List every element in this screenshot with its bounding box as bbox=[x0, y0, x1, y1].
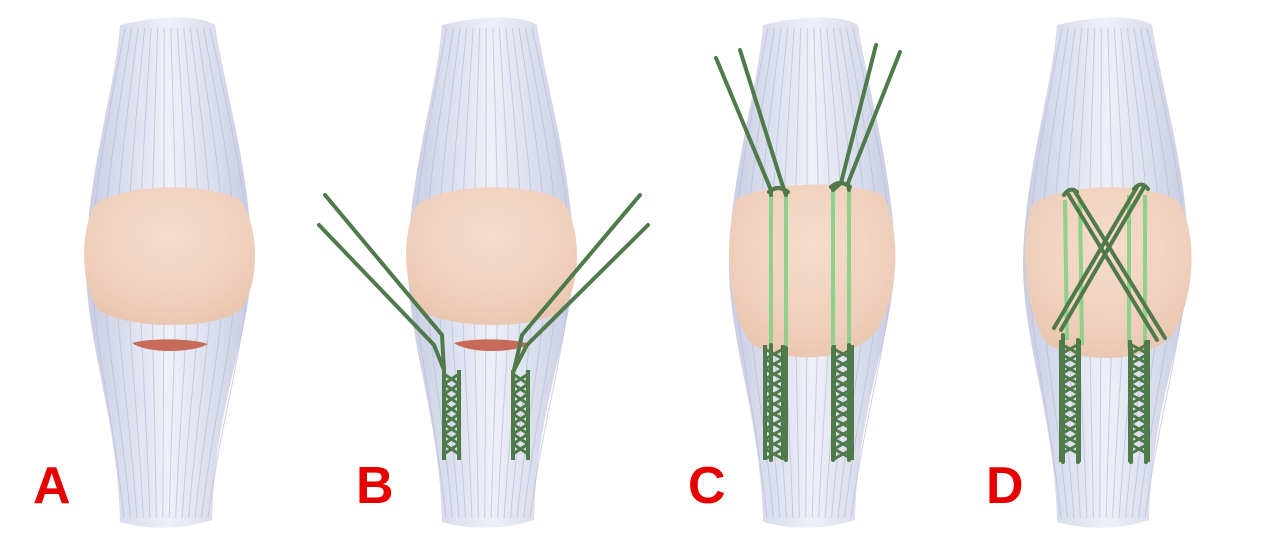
suture-stitch bbox=[833, 357, 853, 371]
suture-stitch bbox=[512, 422, 529, 436]
suture-stitch bbox=[764, 437, 784, 451]
suture-stitch bbox=[764, 397, 784, 411]
suture-stitch bbox=[764, 347, 784, 361]
suture-stitch bbox=[764, 377, 784, 391]
suture-stitch bbox=[833, 347, 853, 361]
panel-label-b: B bbox=[356, 457, 394, 515]
panel-label-d: D bbox=[986, 457, 1024, 515]
tendon-tear bbox=[454, 339, 530, 352]
suture-stitch bbox=[1060, 412, 1080, 426]
panel-a: A bbox=[33, 17, 256, 528]
suture-stitch bbox=[764, 367, 784, 381]
tendon-tear bbox=[132, 339, 208, 352]
suture-stitch bbox=[1129, 362, 1149, 376]
suture-stitch bbox=[1060, 442, 1080, 456]
suture-stitch bbox=[764, 417, 784, 431]
suture-stitch bbox=[1060, 362, 1080, 376]
suture-stitch bbox=[512, 372, 529, 386]
suture-stitch bbox=[833, 447, 853, 461]
suture-stitch bbox=[1129, 382, 1149, 396]
suture-stitch bbox=[443, 392, 460, 406]
suture-stitch bbox=[512, 392, 529, 406]
suture-stitch bbox=[512, 432, 529, 446]
suture-stitch bbox=[1129, 432, 1149, 446]
suture-stitch bbox=[512, 382, 529, 396]
suture-stitch bbox=[1060, 352, 1080, 366]
suture-stitch bbox=[1060, 432, 1080, 446]
suture-stitch bbox=[1129, 442, 1149, 456]
suture-stitch bbox=[764, 407, 784, 421]
suture-stitch bbox=[833, 407, 853, 421]
suture-stitch bbox=[443, 412, 460, 426]
suture-stitch bbox=[1060, 372, 1080, 386]
panel-d: D bbox=[986, 17, 1192, 528]
suture-stitch bbox=[833, 397, 853, 411]
suture-stitch bbox=[1060, 422, 1080, 436]
suture-stitch bbox=[443, 372, 460, 386]
suture-stitch bbox=[443, 432, 460, 446]
suture-stitch bbox=[764, 447, 784, 461]
suture-stitch bbox=[833, 427, 853, 441]
suture-stitch bbox=[1129, 342, 1149, 356]
patella-bone bbox=[84, 187, 256, 325]
suture-stitch bbox=[512, 412, 529, 426]
suture-stitch bbox=[764, 387, 784, 401]
suture-stitch bbox=[1060, 342, 1080, 356]
transosseous-tunnels bbox=[769, 190, 851, 348]
suture-stitch bbox=[1060, 402, 1080, 416]
suture-stitch bbox=[833, 367, 853, 381]
suture-stitch bbox=[1129, 402, 1149, 416]
patella-bone bbox=[729, 184, 896, 358]
suture-stitch bbox=[512, 402, 529, 416]
suture-stitch bbox=[1129, 412, 1149, 426]
suture-stitch bbox=[833, 387, 853, 401]
krackow-stitch-left bbox=[1059, 340, 1081, 462]
krackow-stitch-left bbox=[442, 370, 461, 460]
krackow-stitch-right bbox=[832, 345, 854, 461]
suture-stitch bbox=[833, 377, 853, 391]
suture-stitch bbox=[443, 402, 460, 416]
krackow-stitch-left bbox=[763, 345, 785, 461]
panel-label-c: C bbox=[688, 457, 726, 515]
suture-stitch bbox=[443, 382, 460, 396]
krackow-stitch-right bbox=[511, 370, 530, 460]
suture-stitch bbox=[833, 417, 853, 431]
suture-stitch bbox=[764, 427, 784, 441]
panel-c: C bbox=[688, 17, 902, 528]
suture-stitch bbox=[764, 357, 784, 371]
suture-stitch bbox=[1129, 392, 1149, 406]
suture-strands bbox=[317, 193, 650, 372]
suture-stitch bbox=[1129, 422, 1149, 436]
suture-stitch bbox=[1129, 352, 1149, 366]
suture-stitch bbox=[443, 422, 460, 436]
panel-b: B bbox=[317, 17, 650, 528]
patella-bone bbox=[1025, 187, 1192, 358]
suture-stitch bbox=[1060, 382, 1080, 396]
suture-stitch bbox=[833, 437, 853, 451]
suture-stitch bbox=[443, 442, 460, 456]
panel-label-a: A bbox=[33, 457, 71, 515]
suture-stitch bbox=[512, 442, 529, 456]
krackow-stitch-right bbox=[1128, 340, 1150, 462]
suture-stitch bbox=[1129, 372, 1149, 386]
patella-bone bbox=[406, 187, 578, 325]
suture-stitch bbox=[1060, 392, 1080, 406]
